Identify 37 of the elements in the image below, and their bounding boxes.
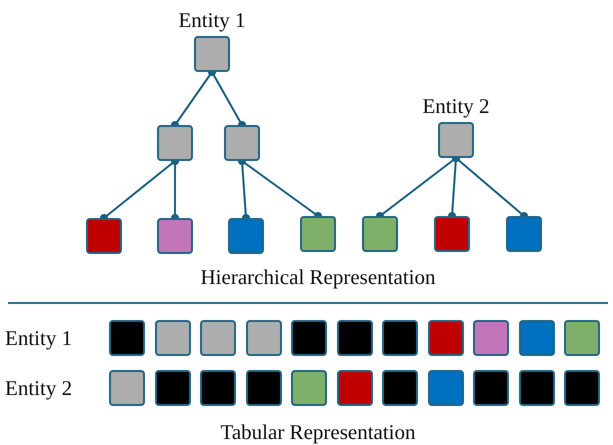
square-box bbox=[224, 125, 260, 161]
square-box bbox=[157, 218, 193, 254]
square-box bbox=[109, 320, 145, 356]
square-box bbox=[200, 320, 236, 356]
square-box bbox=[291, 320, 327, 356]
square-box bbox=[506, 216, 542, 252]
square-box bbox=[228, 218, 264, 254]
row-label: Entity 2 bbox=[5, 376, 72, 400]
square-box bbox=[473, 320, 509, 356]
square-box bbox=[157, 125, 193, 161]
square-box bbox=[564, 370, 600, 406]
square-box bbox=[434, 216, 470, 252]
square-box bbox=[246, 370, 282, 406]
square-box bbox=[564, 320, 600, 356]
square-box bbox=[518, 320, 554, 356]
square-box bbox=[362, 216, 398, 252]
square-box bbox=[336, 370, 372, 406]
section-caption: Tabular Representation bbox=[220, 420, 416, 444]
square-box bbox=[246, 320, 282, 356]
square-box bbox=[291, 370, 327, 406]
row-label: Entity 1 bbox=[5, 326, 72, 350]
square-box bbox=[300, 216, 336, 252]
square-box bbox=[428, 320, 464, 356]
entity-heading: Entity 2 bbox=[422, 94, 490, 118]
square-box bbox=[200, 370, 236, 406]
square-box bbox=[154, 320, 190, 356]
square-box bbox=[473, 370, 509, 406]
square-box bbox=[336, 320, 372, 356]
square-box bbox=[382, 370, 418, 406]
square-box bbox=[428, 370, 464, 406]
square-box bbox=[154, 370, 190, 406]
square-box bbox=[109, 370, 145, 406]
square-box bbox=[86, 218, 122, 254]
section-caption: Hierarchical Representation bbox=[200, 265, 436, 289]
square-box bbox=[518, 370, 554, 406]
entity-heading: Entity 1 bbox=[178, 8, 246, 32]
square-box bbox=[382, 320, 418, 356]
